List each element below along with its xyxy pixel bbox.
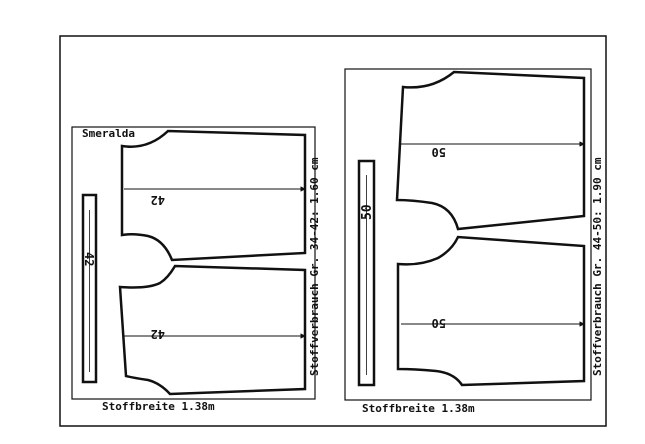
left-upper-size-label: 42 xyxy=(151,193,165,207)
left-lower-size-label: 42 xyxy=(151,327,165,341)
right-strip-piece xyxy=(357,159,376,387)
right-fabric-width-label: Stoffbreite 1.38m xyxy=(362,402,475,415)
left-consumption-label: Stoffverbrauch Gr. 34-42: 1.60 cm xyxy=(308,157,321,376)
right-strip-size-label: 50 xyxy=(360,204,375,220)
right-fabric-frame xyxy=(344,68,592,401)
left-lower-piece xyxy=(118,264,307,396)
left-strip-size-label: 42 xyxy=(82,252,96,266)
left-fabric-width-label: Stoffbreite 1.38m xyxy=(102,400,215,413)
left-pattern-name: Smeralda xyxy=(82,127,135,140)
right-lower-size-label: 50 xyxy=(432,316,446,330)
left-fabric-frame xyxy=(71,126,316,400)
left-strip-piece xyxy=(81,193,98,384)
right-lower-piece xyxy=(396,235,586,387)
right-consumption-label: Stoffverbrauch Gr. 44-50: 1.90 cm xyxy=(591,157,604,376)
right-upper-piece xyxy=(395,70,586,231)
right-upper-size-label: 50 xyxy=(432,145,446,159)
left-upper-piece xyxy=(120,129,307,262)
outer-frame xyxy=(59,35,607,427)
